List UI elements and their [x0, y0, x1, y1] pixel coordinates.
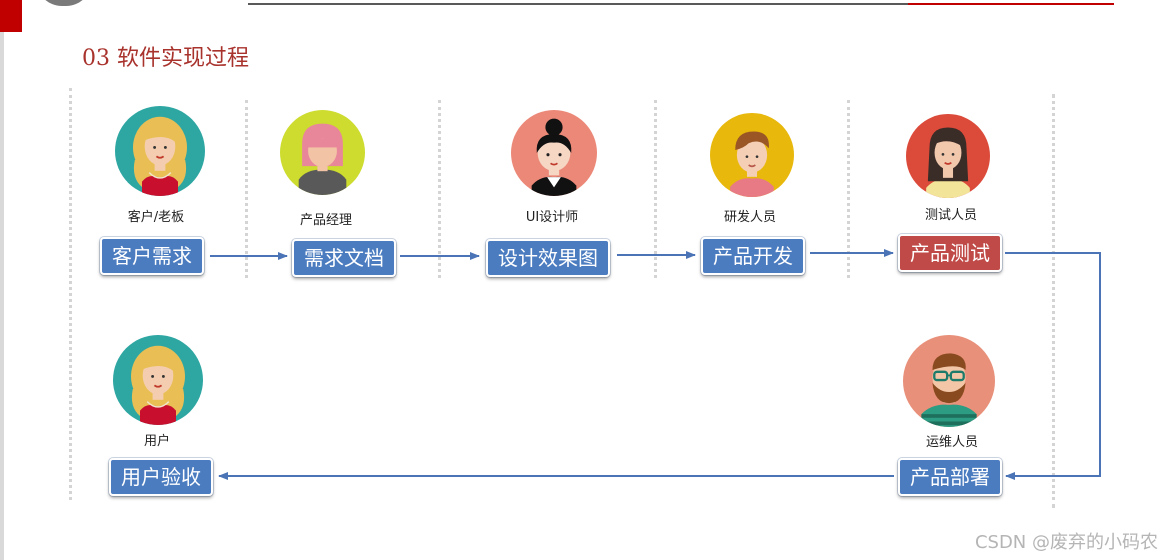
- column-divider: [438, 100, 441, 278]
- step-doc: 需求文档: [292, 239, 396, 277]
- left-edge-strip: [0, 32, 4, 560]
- step-deploy: 产品部署: [898, 458, 1002, 496]
- tester-avatar-icon: [906, 114, 990, 198]
- role-label-dev: 研发人员: [723, 210, 777, 225]
- step-test: 产品测试: [898, 234, 1002, 272]
- pm-avatar-icon: [280, 110, 365, 195]
- column-divider: [654, 100, 657, 278]
- role-label-tester: 测试人员: [924, 208, 978, 223]
- column-divider: [245, 100, 248, 278]
- designer-avatar-icon: [511, 110, 597, 196]
- developer-avatar-icon: [710, 113, 794, 197]
- role-label-pm: 产品经理: [299, 213, 353, 228]
- step-accept: 用户验收: [109, 458, 213, 496]
- role-label-client: 客户/老板: [127, 210, 185, 225]
- role-label-user: 用户: [143, 434, 171, 449]
- step-requirement: 客户需求: [100, 237, 204, 275]
- step-design: 设计效果图: [486, 239, 610, 277]
- header-circle: [36, 0, 92, 6]
- section-title: 03 软件实现过程: [82, 46, 249, 71]
- role-label-designer: UI设计师: [525, 210, 579, 225]
- header-divider: [248, 3, 908, 5]
- header-divider-accent: [908, 3, 1114, 5]
- user-avatar-icon: [113, 335, 203, 425]
- column-divider: [1052, 94, 1055, 508]
- client-avatar-icon: [115, 106, 205, 196]
- ops-avatar-icon: [903, 335, 995, 427]
- step-develop: 产品开发: [701, 237, 805, 275]
- header-red-block: [0, 0, 22, 32]
- column-divider: [69, 88, 72, 500]
- arrow-test-to-deploy: [1005, 252, 1101, 480]
- role-label-ops: 运维人员: [925, 435, 979, 450]
- column-divider: [847, 100, 850, 278]
- watermark: CSDN @废弃的小码农: [974, 532, 1158, 553]
